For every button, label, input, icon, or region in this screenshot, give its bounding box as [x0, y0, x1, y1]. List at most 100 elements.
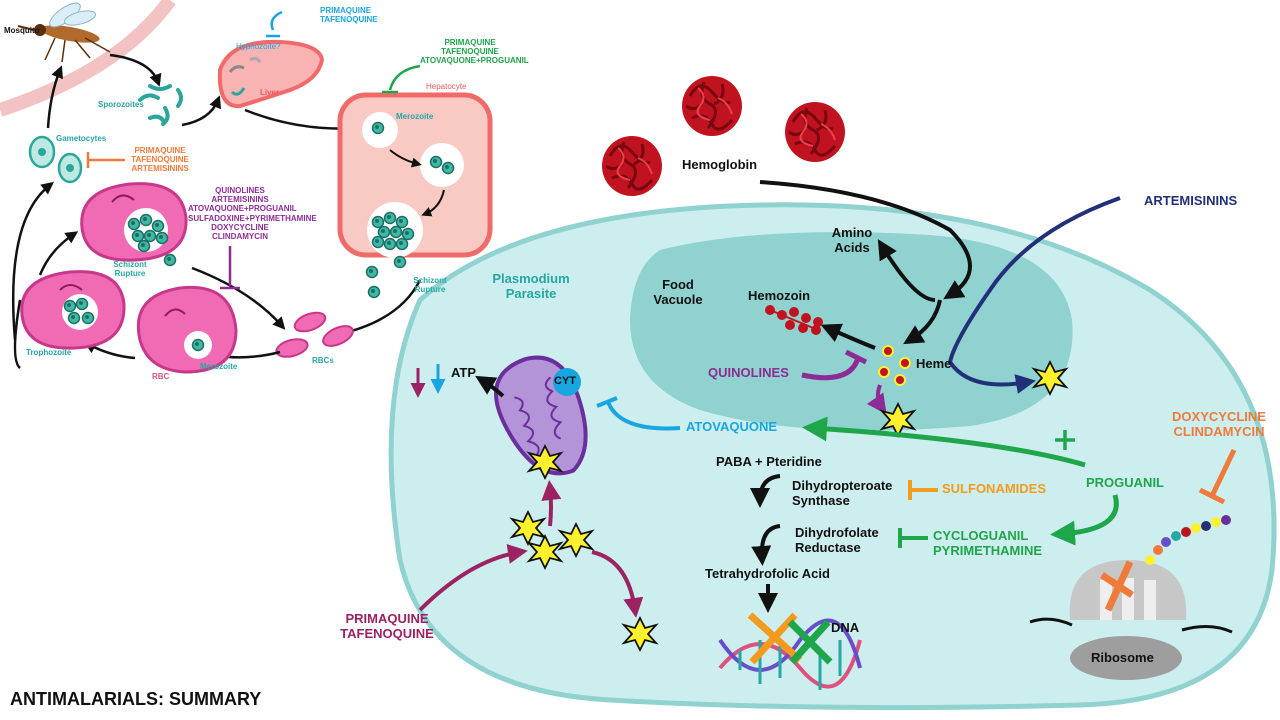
schizont-released-merozoite — [163, 253, 177, 267]
merozoite-liver-label: Merozoite — [396, 112, 434, 121]
hemoglobin-blob-3 — [783, 100, 847, 164]
blood-stage-drugs: QUINOLINES ARTEMISININS ATOVAQUONE+PROGU… — [188, 186, 317, 241]
cycloguanil-word: CYCLOGUANIL — [933, 528, 1029, 543]
schizont-rupture-liver-label: Schizont Rupture — [410, 276, 450, 294]
dihydropteroate-word: Dihydropteroate — [792, 478, 893, 493]
rbc-label: RBC — [152, 372, 170, 381]
dna-block-green — [787, 619, 833, 665]
arrow-dhps-to-dhfr — [751, 524, 781, 566]
thf-label: Tetrahydrofolic Acid — [705, 566, 830, 581]
arrow-to-heme — [903, 299, 942, 345]
mosquito-label: Mosquito — [4, 26, 40, 35]
liver-label: Liver — [260, 88, 280, 97]
hemozoin-chain — [765, 305, 823, 335]
cycloguanil-label: CYCLOGUANIL PYRIMETHAMINE — [933, 528, 1043, 559]
synthase-word: Synthase — [792, 492, 850, 508]
trophozoite-label: Trophozoite — [26, 348, 72, 357]
loop-bottom — [13, 299, 22, 369]
arrow-quinolines-heme — [866, 384, 887, 415]
amino-acids-label: Amino Acids — [822, 225, 882, 256]
hepatocyte-drug-3: ATOVAQUONE+PROGUANIL — [420, 56, 529, 66]
food-vacuole-label: Food Vacuole — [648, 277, 708, 308]
blood-stage-drug-6: CLINDAMYCIN — [212, 231, 268, 241]
hypnozoite-drugs: PRIMAQUINE TAFENOQUINE — [320, 6, 378, 24]
hepatocyte-label: Hepatocyte — [426, 82, 467, 91]
schizont-word-liver: Schizont — [413, 276, 447, 285]
hepatocyte-drugs: PRIMAQUINE TAFENOQUINE ATOVAQUONE+PROGUA… — [420, 38, 529, 66]
gametocyte-drugs: PRIMAQUINE TAFENOQUINE ARTEMISININS — [128, 146, 192, 174]
blood-stage-drug-3: ATOVAQUONE+PROGUANIL — [188, 204, 297, 214]
food-word: Food — [662, 277, 694, 292]
artemisinins-path — [947, 196, 1121, 394]
rbcs-label: RBCs — [312, 356, 334, 365]
hypnozoite-drug-1: PRIMAQUINE — [320, 6, 372, 15]
heme-dots — [878, 345, 911, 386]
atp-label: ATP — [451, 365, 477, 380]
dna-label: DNA — [831, 620, 860, 635]
arrow-primaquine-in — [418, 544, 528, 612]
quinolines-inhibitor-line — [801, 357, 861, 381]
gametocyte-drug-1: PRIMAQUINE — [134, 146, 186, 155]
hypnozoite-label: Hypnozoite? — [236, 42, 281, 51]
arrow-heme-to-hemozoin — [820, 323, 876, 350]
pyrimethamine-word: PYRIMETHAMINE — [933, 542, 1043, 558]
quinolines-label: QUINOLINES — [708, 365, 789, 380]
arrow-schizont-to-rbcs — [191, 266, 286, 330]
blood-stage-drug-4: SULFADOXINE+PYRIMETHAMINE — [188, 213, 317, 223]
arrow-primaquine-out — [591, 550, 644, 618]
parasite-panel — [388, 74, 1277, 711]
vacuole-word: Vacuole — [653, 291, 703, 307]
gametocyte-drug-2: TAFENOQUINE — [131, 155, 189, 165]
schizont-word-blood: Schizont — [113, 260, 147, 269]
arrow-primaquine-up — [541, 480, 562, 527]
arrow-to-amino-acids — [877, 239, 936, 302]
dna-helix — [718, 618, 862, 690]
blood-stage-drug-5: DOXYCYCLINE — [211, 222, 269, 232]
arrow-hemoglobin-in — [759, 180, 972, 300]
dna-block-orange — [747, 612, 803, 665]
tafenoquine-word: TAFENOQUINE — [340, 625, 434, 641]
cytochrome-circle — [553, 368, 581, 396]
arrow-sporozoites-to-liver — [181, 95, 222, 127]
arrow-mosquito-to-sporozoites — [109, 53, 162, 87]
hepatocyte-inhibitor-line — [388, 64, 421, 91]
artemisinins-label: ARTEMISININS — [1144, 193, 1238, 208]
primaquine-label: PRIMAQUINE TAFENOQUINE — [332, 611, 442, 642]
dhfr-label: Dihydrofolate Reductase — [795, 525, 879, 556]
lifecycle-panel — [0, 0, 493, 374]
rupture-word-liver: Rupture — [414, 285, 446, 295]
atovaquone-label: ATOVAQUONE — [686, 419, 778, 434]
proguanil-label: PROGUANIL — [1086, 475, 1164, 490]
plasmodium-parasite-label: Plasmodium Parasite — [486, 271, 576, 302]
rbcs-icon — [275, 311, 354, 358]
atovaquone-inhibitor-bar — [596, 396, 618, 408]
synergy-plus-icon — [1055, 430, 1075, 450]
hypnozoite-inhibitor-line — [270, 10, 283, 31]
parasite-word: Parasite — [505, 285, 557, 301]
arrow-to-gametocytes — [11, 181, 54, 341]
primaquine-word: PRIMAQUINE — [345, 611, 429, 626]
food-vacuole — [630, 232, 1073, 431]
blood-stage-drug-1: QUINOLINES — [215, 186, 265, 195]
dhps-label: Dihydropteroate Synthase — [792, 478, 893, 509]
trophozoite-cell — [20, 270, 126, 350]
schizont-rupture-blood-label: Schizont Rupture — [110, 260, 150, 278]
arrow-proguanil-to-cycloguanil — [1050, 494, 1119, 546]
arrow-gametocytes-to-mosquito — [46, 65, 64, 129]
peptide-chain — [1145, 515, 1231, 565]
cyt-label: CYT — [554, 375, 576, 387]
arrow-to-atp — [475, 375, 505, 398]
ribosome-label: Ribosome — [1091, 650, 1154, 665]
doxycycline-word: DOXYCYCLINE — [1172, 409, 1266, 424]
doxy-clinda-label: DOXYCYCLINE CLINDAMYCIN — [1164, 409, 1274, 440]
hepatocyte-drug-1: PRIMAQUINE — [444, 38, 496, 47]
clindamycin-word: CLINDAMYCIN — [1173, 423, 1265, 439]
page-title: ANTIMALARIALS: SUMMARY — [10, 689, 262, 709]
hemoglobin-blob-2 — [680, 74, 744, 138]
rbc-merozoite-cell — [136, 285, 238, 374]
hemoglobin-blob-1 — [600, 134, 664, 198]
sporozoites-icon — [138, 84, 183, 126]
dihydrofolate-word: Dihydrofolate — [795, 525, 879, 540]
arrow-trophozoite-to-schizont — [38, 231, 79, 276]
